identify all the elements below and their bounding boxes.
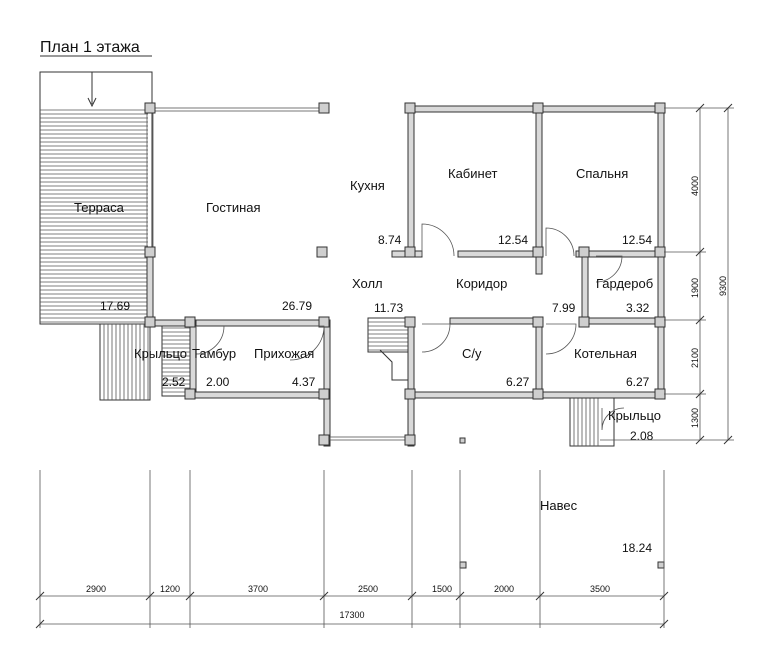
wall-post — [654, 246, 666, 258]
horizontal-dimensions: 2900 1200 3700 2500 1500 2000 3500 17300 — [35, 470, 669, 629]
dim-h-6: 2000 — [494, 584, 514, 594]
dim-v-1: 4000 — [690, 176, 700, 196]
canopy-name: Навес — [540, 498, 578, 513]
corridor-name: Коридор — [456, 276, 507, 291]
office-name: Кабинет — [448, 166, 497, 181]
wall-post — [144, 246, 156, 258]
dim-v-2: 1900 — [690, 278, 700, 298]
dim-h-2: 1200 — [160, 584, 180, 594]
terrace-name: Терраса — [74, 200, 125, 215]
entry-name: Прихожая — [254, 346, 314, 361]
wall-post — [404, 434, 416, 446]
hall-area: 11.73 — [374, 301, 403, 315]
bedroom-area: 12.54 — [622, 233, 652, 247]
wall-post — [318, 316, 330, 328]
dim-h-7: 3500 — [590, 584, 610, 594]
kitchen-area: 8.74 — [378, 233, 402, 247]
dim-v-4: 1300 — [690, 408, 700, 428]
dim-h-4: 2500 — [358, 584, 378, 594]
living-area: 26.79 — [282, 299, 312, 313]
dim-h-5: 1500 — [432, 584, 452, 594]
wall-post — [316, 246, 328, 258]
dim-h-3: 3700 — [248, 584, 268, 594]
wall-post — [404, 316, 416, 328]
wardrobe-area: 3.32 — [626, 301, 650, 315]
porch-left-name: Крыльцо — [134, 346, 187, 361]
wall-post — [654, 102, 666, 114]
wardrobe-name: Гардероб — [596, 276, 653, 291]
boiler-name: Котельная — [574, 346, 637, 361]
terrace-deck — [39, 71, 153, 325]
door-swings — [195, 223, 625, 431]
bathroom-name: С/у — [462, 346, 482, 361]
bathroom-area: 6.27 — [506, 375, 530, 389]
porch-right-area: 2.08 — [630, 429, 654, 443]
kitchen-name: Кухня — [350, 178, 385, 193]
dim-h-1: 2900 — [86, 584, 106, 594]
wall-post — [578, 246, 590, 258]
entry-area: 4.37 — [292, 375, 316, 389]
dim-v-total: 9300 — [718, 276, 728, 296]
left-porch-steps — [99, 323, 191, 401]
corridor-area: 7.99 — [552, 301, 576, 315]
wall-post — [318, 434, 330, 446]
dim-h-total: 17300 — [339, 610, 364, 620]
wall-post — [404, 246, 416, 258]
wall-post — [144, 316, 156, 328]
canopy-area: 18.24 — [622, 541, 652, 555]
wall-post — [654, 316, 666, 328]
hall-name: Холл — [352, 276, 383, 291]
vestibule-area: 2.00 — [206, 375, 230, 389]
wall-post — [532, 246, 544, 258]
hall-stair — [367, 317, 409, 381]
plan-title: План 1 этажа — [40, 39, 140, 56]
living-name: Гостиная — [206, 200, 261, 215]
wall-post — [184, 316, 196, 328]
wall-post — [318, 388, 330, 400]
office-area: 12.54 — [498, 233, 528, 247]
wall-post — [654, 388, 666, 400]
wall-post — [184, 388, 196, 400]
wall-post — [532, 102, 544, 114]
wall-post — [532, 316, 544, 328]
wall-post — [404, 102, 416, 114]
wall-post — [144, 102, 156, 114]
wall-post — [532, 388, 544, 400]
wall-post — [404, 388, 416, 400]
porch-left-area: 2.52 — [162, 375, 186, 389]
bedroom-name: Спальня — [576, 166, 628, 181]
porch-right-name: Крыльцо — [608, 408, 661, 423]
dim-v-3: 2100 — [690, 348, 700, 368]
wall-post — [318, 102, 330, 114]
wall-post — [578, 316, 590, 328]
terrace-area: 17.69 — [100, 299, 130, 313]
boiler-area: 6.27 — [626, 375, 650, 389]
vestibule-name: Тамбур — [192, 346, 236, 361]
vertical-dimensions: 4000 1900 2100 1300 9300 — [600, 103, 734, 445]
